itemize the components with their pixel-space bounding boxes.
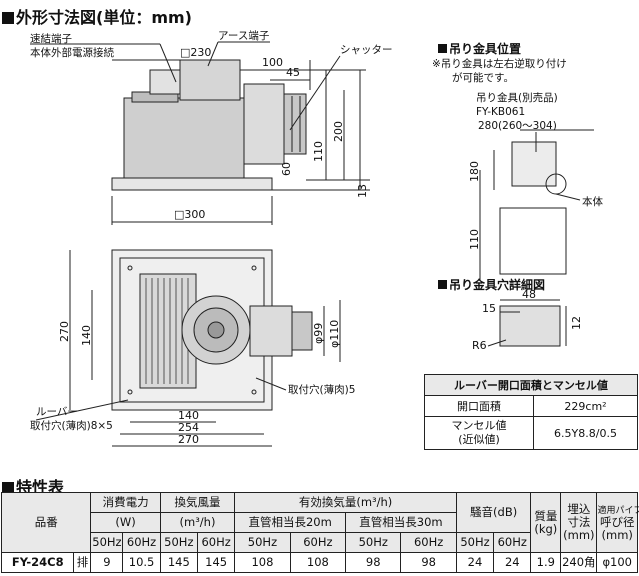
spec-model: FY-24C8 [0,552,75,573]
spec-e20-50: 108 [234,552,291,573]
spec-header-embed: 埋込寸法(mm) [560,492,598,553]
dim-r6: R6 [472,339,487,352]
spec-mass: 1.9 [530,552,562,573]
spec-header-mass: 質量(kg) [530,492,562,553]
note-line-1: ※吊り金具は左右逆取り付け [432,58,567,70]
outline-drawing: 200 110 60 13 270 140 φ99 φ110 180 110 1… [30,41,594,447]
spec-embed: 240角 [560,552,598,573]
hz-cell: 50Hz [90,532,124,553]
svg-text:110: 110 [468,229,481,250]
spec-header-airflow-unit: (m³/h) [159,512,236,533]
svg-text:110: 110 [312,141,325,162]
svg-text:13: 13 [356,184,369,198]
dim-300: □300 [174,208,206,221]
svg-text:φ99: φ99 [312,323,325,344]
note-line-2: が可能です。 [452,72,514,84]
spec-p50: 9 [90,552,124,573]
bracket-size: 280(260～304) [478,120,557,132]
svg-text:200: 200 [332,121,345,142]
dim-15: 15 [482,302,496,315]
body-label: 本体 [582,196,603,208]
spec-e20-60: 108 [289,552,347,573]
spec-a50: 145 [159,552,198,573]
svg-text:60: 60 [280,162,293,176]
mount-hole-8-label: 取付穴(薄肉)8×5 [30,420,113,432]
spec-header-noise: 騒音(dB) [455,492,532,533]
spec-e30-60: 98 [400,552,457,573]
bracket-label: 吊り金具(別売品) [476,92,558,104]
outline-title: 外形寸法図(単位：mm) [2,4,192,28]
hz-cell: 50Hz [345,532,402,553]
spec-header-pipe: 適用パイプ呼び径(mm) [596,492,639,553]
dim-48: 48 [522,288,536,301]
dim-45: 45 [286,66,300,79]
earth-terminal-label: アース端子 [218,30,270,42]
svg-text:140: 140 [80,325,93,346]
svg-text:12: 12 [570,316,583,330]
hz-cell: 50Hz [159,532,198,553]
spec-a60: 145 [196,552,236,573]
spec-n60: 24 [493,552,532,573]
svg-text:180: 180 [468,161,481,182]
spec-header-airflow: 換気風量 [159,492,236,513]
spec-table: 品番 消費電力 換気風量 有効換気量(m³/h) 騒音(dB) 質量(kg) 埋… [0,492,639,573]
spec-pipe: φ100 [596,552,638,573]
hanger-position-title: 吊り金具位置 [438,40,521,57]
hz-cell: 60Hz [289,532,347,553]
louver-area-label: 開口面積 [424,395,534,417]
louver-table-header: ルーバー開口面積とマンセル値 [424,374,638,396]
svg-text:270: 270 [58,321,71,342]
louver-table: ルーバー開口面積とマンセル値 開口面積 229cm² マンセル値 (近似値) 6… [424,374,638,450]
bracket-model: FY-KB061 [476,106,526,118]
spec-header-power-unit: (W) [90,512,161,533]
louver-label: ルーバー [36,406,78,418]
spec-p60: 10.5 [122,552,161,573]
spec-n50: 24 [455,552,495,573]
hz-cell: 50Hz [234,532,291,553]
spec-header-duct30: 直管相当長30m [345,512,457,533]
spec-type: 排 [73,552,92,573]
dim-230: □230 [180,46,212,59]
hz-cell: 60Hz [122,532,161,553]
shutter-label: シャッター [340,44,393,56]
dim-100: 100 [262,56,283,69]
terminal-label-1: 速結端子 [30,33,72,45]
hz-cell: 60Hz [493,532,532,553]
hz-cell: 60Hz [400,532,457,553]
terminal-label-2: 本体外部電源接続 [30,47,114,59]
hanger-hole-title: 吊り金具穴詳細図 [438,276,545,293]
dim-140h: 140 [178,409,199,422]
spec-header-model: 品番 [0,492,92,553]
dim-270h: 270 [178,433,199,446]
hz-cell: 50Hz [455,532,495,553]
hz-cell: 60Hz [196,532,236,553]
louver-munsell-label: マンセル値 (近似値) [424,416,534,450]
spec-header-duct20: 直管相当長20m [234,512,347,533]
louver-area-value: 229cm² [533,395,638,417]
svg-text:φ110: φ110 [328,320,341,348]
dim-254: 254 [178,421,199,434]
spec-row: FY-24C8 排 9 10.5 145 145 108 108 98 98 2… [0,552,638,573]
spec-header-effective: 有効換気量(m³/h) [234,492,457,513]
spec-e30-50: 98 [345,552,402,573]
louver-munsell-value: 6.5Y8.8/0.5 [533,416,638,450]
mount-hole-5-label: 取付穴(薄肉)5 [288,384,356,396]
spec-header-power: 消費電力 [90,492,161,513]
